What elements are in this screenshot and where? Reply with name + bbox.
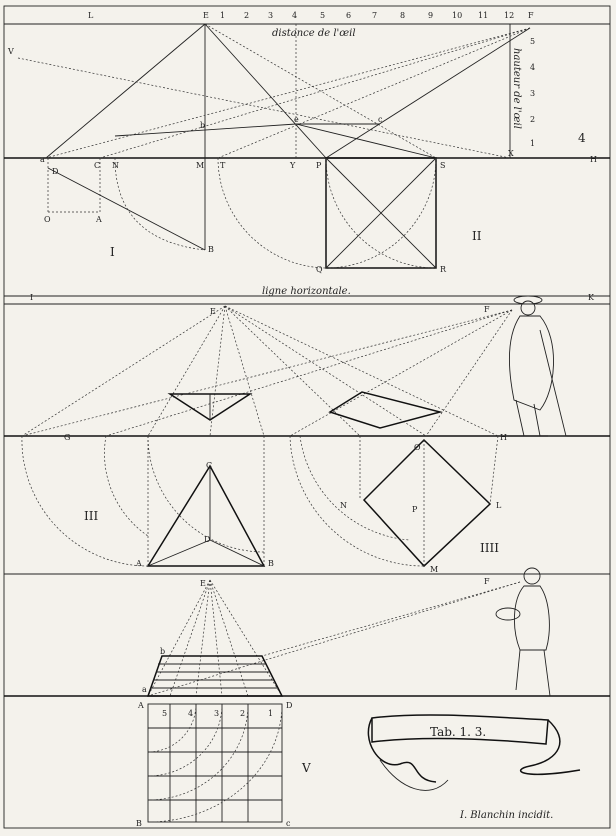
- label-B-mid: B: [268, 559, 274, 568]
- roman-I: I: [110, 245, 115, 259]
- label-B-bottom: B: [136, 819, 142, 828]
- observer-figure-standing: [509, 295, 567, 437]
- figure-III-IIII-labels: E F G C D A B N L M P O H III IIII: [64, 305, 507, 574]
- ruler-num: 8: [400, 11, 405, 20]
- label-F-top: F: [528, 11, 534, 20]
- label-I-mid: I: [30, 293, 33, 302]
- label-H-mid: H: [500, 433, 507, 442]
- label-c: c: [378, 115, 383, 124]
- label-T: T: [220, 161, 226, 170]
- label-F-bottom: F: [484, 577, 490, 586]
- tab-ribbon-cartouche: Tab. 1. 3.: [367, 714, 581, 791]
- label-C-mid: C: [206, 461, 212, 470]
- plate-number: 4: [578, 131, 586, 145]
- ruler-num: 9: [428, 11, 433, 20]
- scale-num: 2: [530, 115, 535, 124]
- ruler-num: 5: [320, 11, 325, 20]
- label-c-bottom: c: [286, 819, 291, 828]
- scale-num: 4: [530, 63, 535, 72]
- label-a-bottom: a: [142, 685, 147, 694]
- top-ruler: L E 1 2 3 4 5 6 7 8 9 10 11 12 F distanc…: [88, 11, 534, 39]
- tab-label: Tab. 1. 3.: [430, 725, 486, 739]
- label-O-mid: O: [414, 443, 421, 452]
- label-Y: Y: [289, 161, 296, 170]
- label-M-mid: M: [430, 565, 438, 574]
- figure-III-IIII-lines: [21, 305, 513, 568]
- scale-num: 1: [530, 139, 535, 148]
- ruler-num: 4: [292, 11, 297, 20]
- ruler-num: 1: [220, 11, 225, 20]
- ruler-num: 6: [346, 11, 351, 20]
- label-A-bottom: A: [137, 701, 144, 710]
- ruler-num: 2: [244, 11, 249, 20]
- row-number: 1: [268, 709, 273, 718]
- caption-hauteur: hauteur de l'œil: [511, 48, 522, 129]
- side-scale: 5 4 3 2 1 hauteur de l'œil 4: [509, 24, 586, 158]
- observer-figure-walking: [495, 567, 551, 697]
- row-number: 2: [240, 709, 245, 718]
- label-M: M: [196, 161, 204, 170]
- ruler-num: 11: [478, 11, 488, 20]
- label-a: a: [40, 155, 45, 164]
- label-X: X: [508, 149, 514, 158]
- label-A: A: [95, 215, 102, 224]
- figure-V-labels: E F b a A D B c 5 4 3 2 1 V: [136, 577, 490, 828]
- label-e: e: [294, 115, 299, 124]
- label-E-bottom: E: [200, 579, 206, 588]
- label-V: V: [7, 47, 14, 56]
- scale-num: 3: [530, 89, 535, 98]
- label-L-mid: L: [496, 501, 502, 510]
- roman-IIII: IIII: [480, 541, 499, 555]
- label-L: L: [88, 11, 94, 20]
- roman-V: V: [301, 761, 311, 775]
- scale-num: 5: [530, 37, 535, 46]
- ruler-num: 10: [452, 11, 462, 20]
- label-F-mid: F: [484, 305, 490, 314]
- label-A-mid: A: [135, 559, 142, 568]
- label-b-bottom: b: [160, 647, 165, 656]
- label-P: P: [316, 161, 322, 170]
- label-N-mid: N: [340, 501, 347, 510]
- label-S: S: [440, 161, 445, 170]
- ruler-num: 7: [372, 11, 377, 20]
- label-G: G: [64, 433, 70, 442]
- roman-II: II: [472, 229, 482, 243]
- label-E-top: E: [203, 11, 209, 20]
- roman-III: III: [84, 509, 98, 523]
- label-b: b: [200, 121, 205, 130]
- figure-I-II-labels: V X H a D C N M T Y P S O A B Q R c b e …: [7, 47, 597, 302]
- label-B: B: [208, 245, 214, 254]
- label-D: D: [52, 167, 58, 176]
- frame: [3, 5, 611, 829]
- label-Q: Q: [316, 265, 323, 274]
- row-number: 5: [162, 709, 167, 718]
- label-D-mid: D: [204, 535, 210, 544]
- row-number: 3: [214, 709, 219, 718]
- figure-I-II-lines: [17, 23, 531, 269]
- label-K-mid: K: [588, 293, 595, 302]
- label-R: R: [440, 265, 447, 274]
- label-E-mid: E: [210, 307, 216, 316]
- label-D-bottom: D: [286, 701, 292, 710]
- figure-V-lines: [146, 579, 521, 823]
- ruler-num: 3: [268, 11, 273, 20]
- label-P-mid: P: [412, 505, 418, 514]
- label-O: O: [44, 215, 51, 224]
- label-N: N: [112, 161, 119, 170]
- row-number: 4: [188, 709, 193, 718]
- caption-distance: distance de l'œil: [272, 28, 356, 39]
- label-C: C: [94, 161, 100, 170]
- engraver-signature: I. Blanchin incidit.: [459, 810, 553, 821]
- caption-horizon: ligne horizontale.: [262, 286, 351, 297]
- label-H: H: [590, 155, 597, 164]
- ruler-num: 12: [504, 11, 514, 20]
